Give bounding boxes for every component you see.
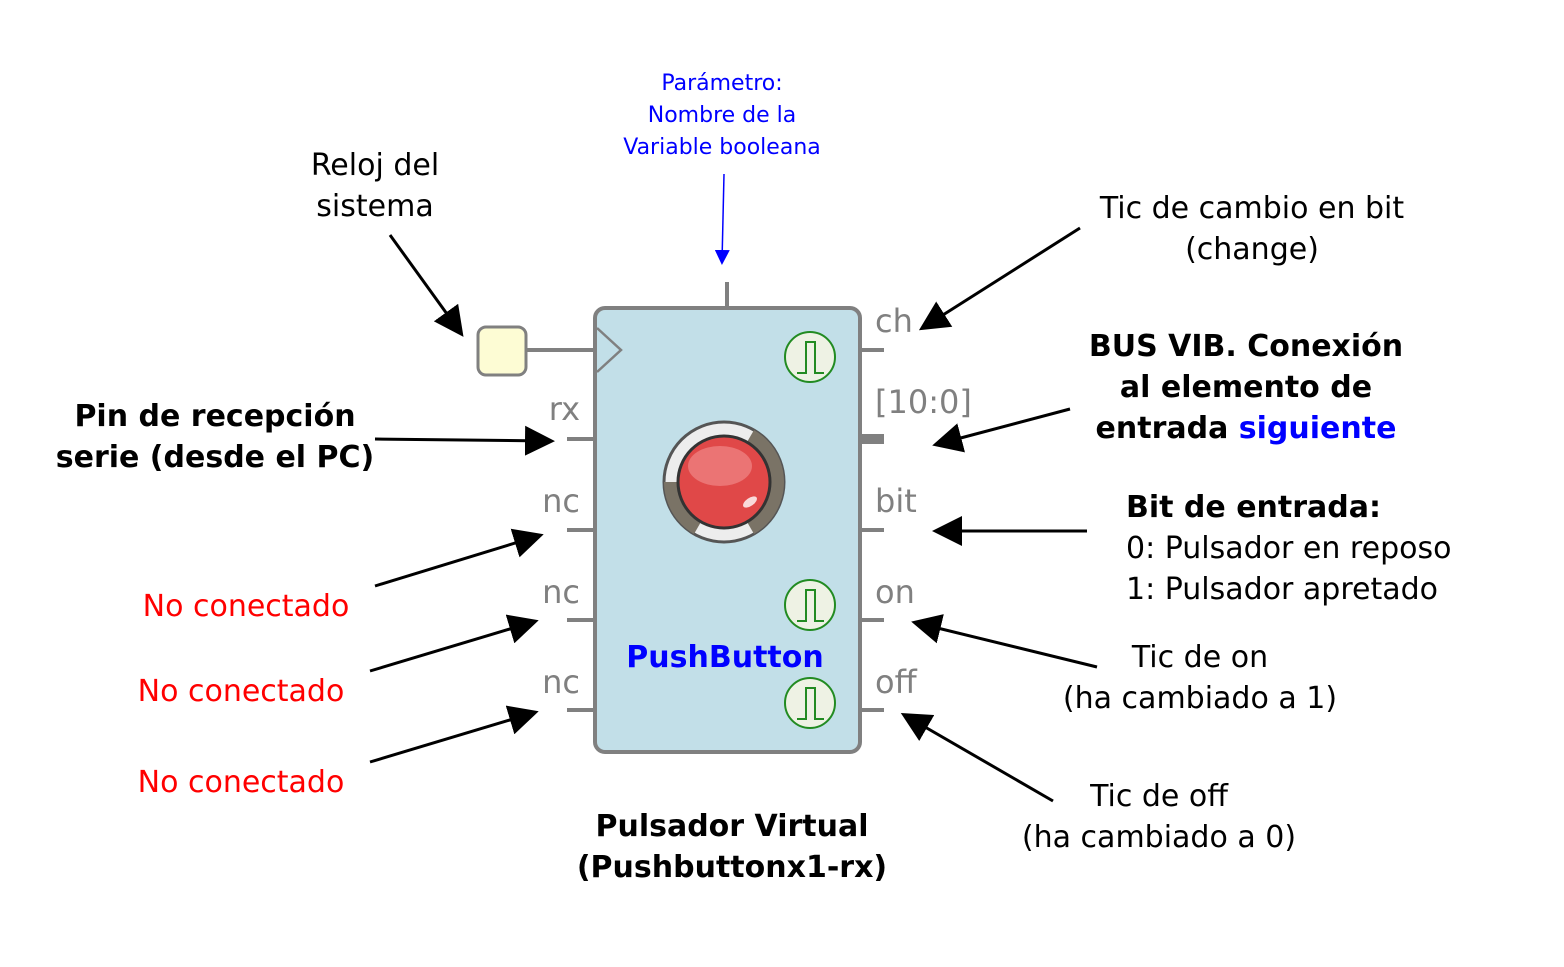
bit-annotation: Bit de entrada: 0: Pulsador en reposo 1:… <box>932 490 1451 607</box>
bus-label-line2: al elemento de <box>1120 370 1372 405</box>
off-pin-label: off <box>875 663 918 701</box>
on-pin-label: on <box>875 573 915 611</box>
nc-arrow-1 <box>374 528 544 588</box>
bus-pin-label: [10:0] <box>875 383 972 421</box>
off-label-line2: (ha cambiado a 0) <box>1022 820 1296 855</box>
parameter-label-line2: Nombre de la <box>648 103 797 128</box>
change-annotation: Tic de cambio en bit (change) <box>918 191 1405 331</box>
nc-annotation-1: No conectado <box>143 528 544 624</box>
clock-arrow <box>388 234 464 337</box>
nc-annotation-2: No conectado <box>138 614 539 709</box>
bus-label-line3-prefix: entrada <box>1096 411 1229 446</box>
nc-arrow-2 <box>369 614 539 673</box>
off-label-line1: Tic de off <box>1089 779 1229 814</box>
component-name: PushButton <box>626 640 823 675</box>
nc-label-1: No conectado <box>143 589 350 624</box>
parameter-arrow <box>714 173 730 265</box>
on-label-line1: Tic de on <box>1131 640 1268 675</box>
on-arrow <box>911 614 1098 669</box>
nc-arrow-3 <box>369 705 539 764</box>
right-pins: ch [10:0] bit on off <box>860 302 972 712</box>
parameter-label-line3: Variable booleana <box>623 135 821 160</box>
bus-arrow <box>932 407 1071 453</box>
bus-label-line1: BUS VIB. Conexión <box>1089 329 1403 364</box>
tick-icon-off <box>784 677 836 729</box>
clock-label-line2: sistema <box>316 189 433 224</box>
clock-annotation: Reloj del sistema <box>311 148 464 337</box>
bus-annotation: BUS VIB. Conexión al elemento de entrada… <box>932 329 1403 453</box>
nc-pin-3-label: nc <box>542 663 580 701</box>
rx-arrow <box>374 425 555 456</box>
bit-pin-label: bit <box>875 482 917 520</box>
bit-label-title: Bit de entrada: <box>1126 490 1381 525</box>
tick-icon-ch <box>784 331 836 383</box>
caption-line1: Pulsador Virtual <box>595 809 868 844</box>
rx-pin-label: rx <box>549 390 580 428</box>
bus-label-highlight: siguiente <box>1239 411 1397 446</box>
rx-label-line2: serie (desde el PC) <box>56 440 375 475</box>
bit-label-line1: 0: Pulsador en reposo <box>1126 531 1451 566</box>
nc-pin-2-label: nc <box>542 573 580 611</box>
change-label-line2: (change) <box>1185 232 1319 267</box>
off-arrow <box>900 712 1054 803</box>
clock-input-block[interactable] <box>476 325 528 377</box>
on-label-line2: (ha cambiado a 1) <box>1063 681 1337 716</box>
clock-label-line1: Reloj del <box>311 148 439 183</box>
clock-triangle <box>596 327 623 373</box>
change-label-line1: Tic de cambio en bit <box>1099 191 1405 226</box>
nc-pin-1-label: nc <box>542 482 580 520</box>
off-annotation: Tic de off (ha cambiado a 0) <box>900 712 1296 855</box>
rx-annotation: Pin de recepción serie (desde el PC) <box>56 399 555 475</box>
parameter-annotation: Parámetro: Nombre de la Variable boolean… <box>623 71 821 265</box>
bit-label-line2: 1: Pulsador apretado <box>1126 572 1438 607</box>
parameter-label-line1: Parámetro: <box>661 71 782 96</box>
rx-label-line1: Pin de recepción <box>74 399 355 434</box>
nc-annotation-3: No conectado <box>138 705 539 800</box>
nc-label-2: No conectado <box>138 674 345 709</box>
ch-pin-label: ch <box>875 302 913 340</box>
bus-label-line3: entrada siguiente <box>1096 411 1397 446</box>
nc-label-3: No conectado <box>138 765 345 800</box>
tick-icon-on <box>784 579 836 631</box>
left-pins: rx nc nc nc <box>542 390 595 712</box>
change-arrow <box>918 226 1081 331</box>
on-annotation: Tic de on (ha cambiado a 1) <box>911 614 1337 716</box>
caption-line2: (Pushbuttonx1-rx) <box>577 850 887 885</box>
push-button-icon[interactable] <box>662 420 786 544</box>
